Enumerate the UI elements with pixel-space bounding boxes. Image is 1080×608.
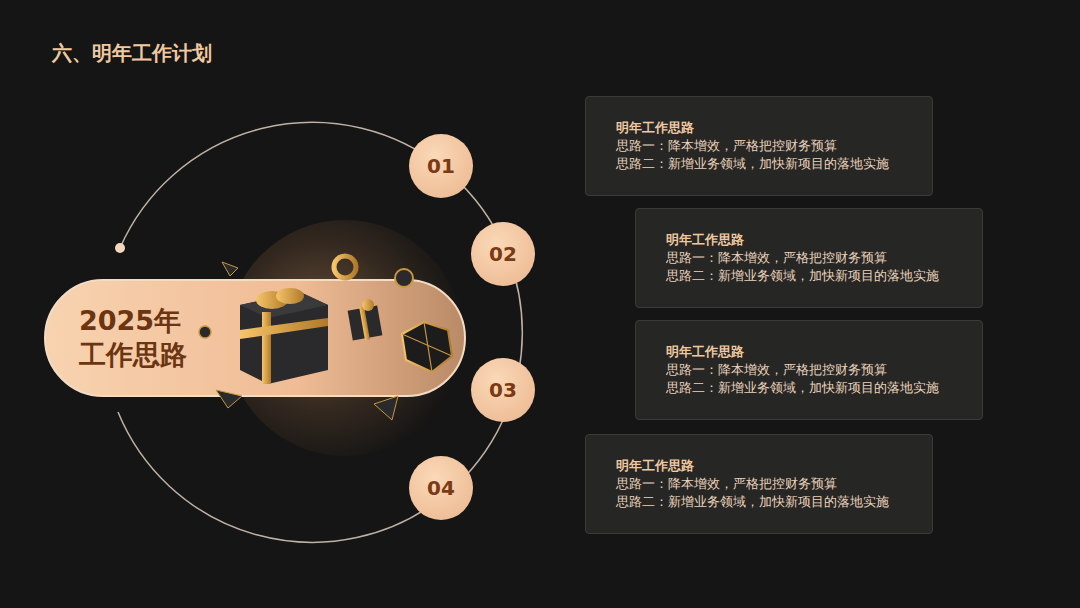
info-card: 明年工作思路思路一：降本增效，严格把控财务预算思路二：新增业务领域，加快新项目的… [635, 320, 983, 420]
card-heading: 明年工作思路 [616, 457, 916, 475]
number-circle: 01 [409, 134, 473, 198]
number-circle: 04 [409, 456, 473, 520]
geo-lines [402, 322, 452, 372]
card-body: 思路二：新增业务领域，加快新项目的落地实施 [666, 379, 966, 397]
page-title: 六、明年工作计划 [52, 40, 212, 67]
number-circle: 03 [471, 358, 535, 422]
callout-number: 03 [489, 378, 517, 402]
card-body: 思路二：新增业务领域，加快新项目的落地实施 [666, 267, 966, 285]
card-body: 思路二：新增业务领域，加快新项目的落地实施 [616, 155, 916, 173]
ring-ornament [334, 256, 356, 278]
card-body: 思路二：新增业务领域，加快新项目的落地实施 [616, 493, 916, 511]
callout-number: 01 [427, 154, 455, 178]
small-gift [348, 299, 383, 340]
card-body: 思路一：降本增效，严格把控财务预算 [616, 137, 916, 155]
cone-ornament [374, 396, 398, 420]
gift-box [240, 288, 328, 384]
card-heading: 明年工作思路 [666, 343, 966, 361]
card-body: 思路一：降本增效，严格把控财务预算 [666, 249, 966, 267]
center-label: 2025年 工作思路 [79, 304, 209, 372]
callout-number: 04 [427, 476, 455, 500]
card-heading: 明年工作思路 [616, 119, 916, 137]
card-heading: 明年工作思路 [666, 231, 966, 249]
card-body: 思路一：降本增效，严格把控财务预算 [616, 475, 916, 493]
orbit-dot [115, 243, 125, 253]
info-card: 明年工作思路思路一：降本增效，严格把控财务预算思路二：新增业务领域，加快新项目的… [585, 434, 933, 534]
cone-ornament [216, 390, 242, 408]
geo-shape [402, 322, 452, 372]
number-circle: 02 [471, 222, 535, 286]
pill-shape [45, 280, 465, 396]
ball-ornament [395, 269, 413, 287]
info-card: 明年工作思路思路一：降本增效，严格把控财务预算思路二：新增业务领域，加快新项目的… [635, 208, 983, 308]
ball-ornament [199, 326, 211, 338]
card-body: 思路一：降本增效，严格把控财务预算 [666, 361, 966, 379]
info-card: 明年工作思路思路一：降本增效，严格把控财务预算思路二：新增业务领域，加快新项目的… [585, 96, 933, 196]
cone-ornament [222, 262, 238, 276]
center-pill: 2025年 工作思路 [45, 280, 245, 396]
callout-number: 02 [489, 242, 517, 266]
